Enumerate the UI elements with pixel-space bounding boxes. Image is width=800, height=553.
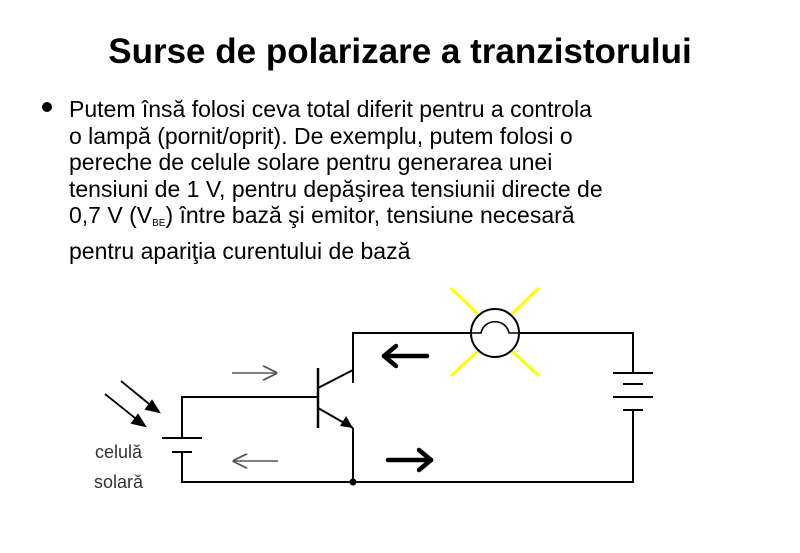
circuit-wires: [181, 332, 634, 483]
slide-title: Surse de polarizare a tranzistorului: [108, 32, 692, 71]
npn-transistor-icon: [316, 368, 354, 429]
lamp-icon: [470, 308, 520, 358]
lamp-to-battery-wire: [520, 332, 634, 373]
bullet-line-6: pentru apariţia curentului de bază: [69, 237, 411, 264]
bullet-line-2: o lampă (pornit/oprit). De exemplu, pute…: [69, 122, 573, 149]
bullet-line-5-end: ) între bază şi emitor, tensiune necesar…: [165, 202, 575, 228]
bullet-dot-icon: [42, 102, 52, 112]
bottom-left-wire: [181, 452, 353, 483]
solar-cell-icon: [162, 437, 202, 453]
bullet-line-5: 0,7 V (VBE) între bază şi emitor, tensiu…: [69, 202, 759, 238]
lamp-glow-rays-icon: [449, 286, 541, 378]
solar-cell-label-line1: celulă: [95, 442, 143, 462]
battery-to-bottom-wire: [353, 410, 634, 483]
solar-cell-label-line2: solară: [94, 472, 144, 492]
bullet-line-4: tensiuni de 1 V, pentru depăşirea tensiu…: [69, 175, 603, 202]
collector-current-arrow-left: [381, 343, 430, 369]
collector-wire: [352, 332, 470, 383]
base-wire: [181, 396, 318, 438]
light-rays-icon: [104, 380, 161, 428]
bullet-line-1: Putem însă folosi ceva total diferit pen…: [69, 96, 592, 122]
emitter-arrow-icon: [340, 416, 353, 428]
transistor-collector-leg: [317, 369, 354, 389]
bullet-line-3: pereche de celule solare pentru generare…: [69, 149, 553, 175]
bullet-text: Putem însă folosi ceva total diferit pen…: [69, 96, 759, 264]
junction-dot: [349, 478, 357, 486]
battery-icon: [613, 372, 653, 411]
bullet-line-5-start: 0,7 V (V: [69, 202, 153, 228]
vbe-subscript: BE: [152, 218, 166, 229]
collector-current-arrow-right: [385, 447, 434, 473]
